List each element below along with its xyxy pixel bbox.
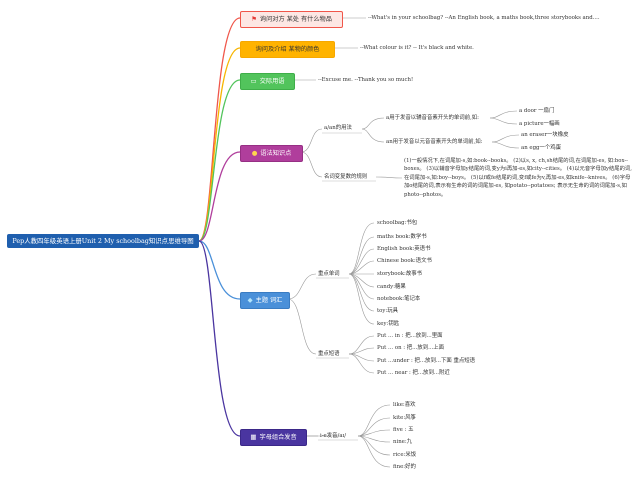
- branch-phonics-label: 字母组合发音: [259, 434, 297, 441]
- grammar-an-example-1: an eraser一块橡皮: [521, 132, 569, 138]
- branch-ask-color-note: --What colour is it? -- It's black and w…: [360, 45, 474, 51]
- grammar-an-example-2: an egg一个鸡蛋: [521, 145, 562, 151]
- phonics-word: five : 五: [393, 427, 414, 433]
- grammar-a-example-1: a door 一扇门: [519, 108, 555, 114]
- grammar-a-an-label: a/an的用法: [324, 125, 352, 131]
- vocab-word: schoolbag:书包: [377, 220, 418, 226]
- branch-ask-things-note: --What's in your schoolbag? --An English…: [368, 15, 600, 21]
- branch-social-note: --Excuse me. --Thank you so much!: [318, 77, 414, 83]
- branch-grammar-label: 语法知识点: [260, 150, 292, 157]
- vocab-words-label: 重点单词: [318, 271, 340, 277]
- vocab-phrase: Put ... near : 把...放到...附近: [377, 370, 450, 376]
- vocab-word: notebook:笔记本: [377, 296, 421, 302]
- vocab-phrase: Put ... in : 把...放到...里面: [377, 333, 443, 339]
- grammar-a-example-2: a picture一幅画: [519, 121, 560, 127]
- branch-social-label: 交际用语: [259, 78, 285, 85]
- grid-icon: ▦: [250, 433, 257, 441]
- branch-vocab-label: 主题 词汇: [255, 297, 283, 304]
- branch-phonics: ▦字母组合发音: [240, 429, 307, 446]
- branch-ask-color: 询问及介绍 某物的颜色: [240, 41, 335, 58]
- branch-ask-color-label: 询问及介绍 某物的颜色: [255, 46, 320, 53]
- phonics-word: rice:米饭: [393, 452, 417, 458]
- branch-social: ▭交际用语: [240, 73, 295, 90]
- vocab-word: English book:英语书: [377, 246, 431, 252]
- mindmap-root: Pep人教四年级英语上册Unit 2 My schoolbag知识点思维导图: [7, 234, 199, 248]
- bulb-icon: ●: [251, 149, 258, 157]
- flag-icon: ⚑: [251, 15, 257, 23]
- vocab-word: Chinese book:语文书: [377, 258, 432, 264]
- branch-ask-things: ⚑询问对方 某处 有什么物品: [240, 11, 343, 28]
- grammar-a-rule: a用于发音以辅音音素开头的单词前,如:: [386, 115, 479, 121]
- phonics-word: fine:好的: [393, 464, 416, 470]
- phonics-word: nine:九: [393, 439, 413, 445]
- vocab-word: candy:糖果: [377, 284, 406, 290]
- phonics-rule-label: i-e发音/aɪ/: [320, 433, 347, 439]
- branch-vocab: ◆主题 词汇: [240, 292, 290, 309]
- vocab-word: storybook:故事书: [377, 271, 422, 277]
- gem-icon: ◆: [247, 296, 253, 304]
- grammar-plural-rules: (1)一般情况下,在词尾加-s,如:book--books。 (2)以s, x,…: [404, 158, 632, 198]
- vocab-word: maths book:数学书: [377, 234, 427, 240]
- phonics-word: kite:风筝: [393, 415, 416, 421]
- phonics-word: like:喜欢: [393, 402, 416, 408]
- vocab-word: toy:玩具: [377, 308, 399, 314]
- vocab-phrase: Put ... on : 把...放到...上面: [377, 345, 445, 351]
- grammar-an-rule: an用于发音以元音音素开头的单词前,如:: [386, 139, 483, 145]
- vocab-phrases-label: 重点短语: [318, 351, 340, 357]
- vocab-phrase: Put ...under : 把...放到...下面 重点短语: [377, 358, 476, 364]
- branch-ask-things-label: 询问对方 某处 有什么物品: [259, 16, 332, 23]
- vocab-word: key:钥匙: [377, 321, 400, 327]
- branch-grammar: ●语法知识点: [240, 145, 303, 162]
- grammar-plural-label: 名词变复数的规则: [324, 174, 368, 180]
- ticket-icon: ▭: [250, 77, 257, 85]
